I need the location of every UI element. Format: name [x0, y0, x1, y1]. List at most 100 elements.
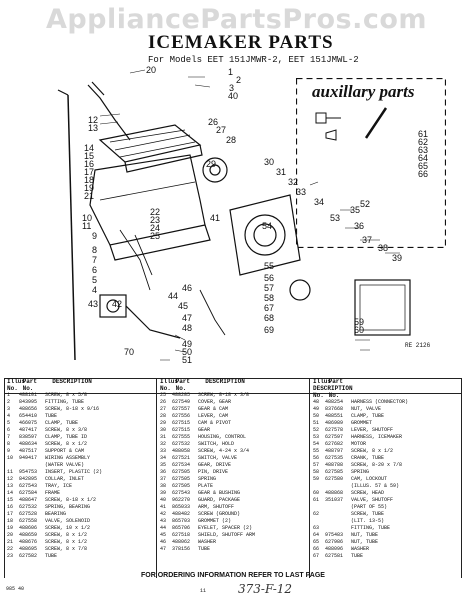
part-number: 975483	[325, 532, 344, 538]
part-number: 627543	[19, 483, 38, 489]
callout: 32	[288, 177, 299, 187]
callout: 2	[236, 75, 242, 85]
callout: 52	[360, 199, 371, 209]
callout: 1	[228, 67, 234, 77]
illus-number: 15	[7, 497, 14, 503]
callout: 34	[314, 197, 325, 207]
part-description: PLATE	[198, 483, 214, 489]
header-part-no: No.	[175, 385, 187, 392]
part-number: 627549	[172, 399, 191, 405]
part-number: 627535	[325, 455, 344, 461]
part-description: INSERT, PLASTIC (2)	[45, 469, 103, 475]
part-number: 488788	[325, 462, 344, 468]
part-description: SCREW, TUBE	[351, 511, 385, 517]
motor	[354, 279, 411, 336]
part-description: COVER, GEAR	[198, 399, 232, 405]
part-description: NUT, TUBE	[351, 539, 379, 545]
part-description: PIN, DRIVE	[198, 469, 229, 475]
part-number: 627558	[19, 518, 38, 524]
header-part: Part	[22, 378, 38, 385]
part-description: GEAR & BUSHING	[198, 490, 241, 496]
reference-code: RE 2126	[405, 342, 431, 349]
header-part: Part	[328, 378, 344, 385]
callout: 11	[82, 221, 92, 231]
illus-number: 13	[7, 483, 14, 489]
callout: 24	[150, 223, 161, 233]
part-number: 487517	[19, 448, 38, 454]
callout: 16	[84, 159, 95, 169]
part-number: 627555	[172, 434, 191, 440]
callout: 15	[84, 151, 95, 161]
illus-number: 44	[160, 525, 167, 531]
part-number: 865703	[172, 518, 191, 524]
part-description: NUT, TUBE	[351, 532, 379, 538]
part-number: 627597	[325, 434, 344, 440]
callout: 26	[208, 117, 219, 127]
part-number: 488551	[325, 413, 344, 419]
illus-number: 52	[313, 427, 320, 433]
part-description: SPRING, BEARING	[45, 504, 91, 510]
page-number: 11	[200, 588, 207, 594]
part-description: WASHER	[351, 546, 370, 552]
part-description: TUBE	[45, 413, 58, 419]
callout: 53	[330, 213, 341, 223]
callout: 27	[216, 125, 227, 135]
callout: 35	[350, 205, 361, 215]
part-number: 837668	[325, 406, 344, 412]
table-row: (LIT. 13-5)	[313, 518, 463, 525]
callout: 51	[182, 355, 193, 365]
callout: 18	[84, 175, 95, 185]
callout: 22	[150, 207, 161, 217]
illus-number: 29	[160, 420, 167, 426]
part-number: 627585	[325, 469, 344, 475]
part-number: 627543	[172, 490, 191, 496]
part-description: SCREW, 4-24 x 3/4	[198, 448, 250, 454]
illus-number: 4	[7, 413, 11, 419]
part-description: WASHER	[198, 539, 217, 545]
callout: 5	[92, 275, 98, 285]
part-description: NUT, VALVE	[351, 406, 382, 412]
callout: 4	[92, 285, 98, 295]
part-description: SCREW, 8 x 1/2	[45, 441, 88, 447]
illus-number: 63	[313, 525, 320, 531]
part-number: 843995	[19, 399, 38, 405]
watermark: AppliancePartsPros.com	[45, 4, 428, 35]
part-description: CLAMP, TUBE	[45, 420, 79, 426]
callout: 38	[378, 243, 389, 253]
nut-fitting	[325, 129, 337, 141]
part-description: SCREW, 10 x 1/2	[45, 525, 91, 531]
part-number: 954753	[19, 469, 38, 475]
illus-number: 47	[160, 546, 167, 552]
callout: 42	[112, 299, 123, 309]
part-description: VALVE, SOLENOID	[45, 518, 91, 524]
illus-number: 12	[7, 476, 14, 482]
illus-number: 20	[7, 532, 14, 538]
illus-number: 17	[7, 511, 14, 517]
illus-number: 2	[7, 399, 11, 405]
table-row: (ILLUS. 57 & 59)	[313, 483, 463, 490]
part-number: 627532	[172, 441, 191, 447]
callout: 57	[264, 283, 275, 293]
part-description: TUBE	[351, 553, 364, 559]
illus-number: 19	[7, 525, 14, 531]
part-number: 488058	[172, 448, 191, 454]
illus-number: 39	[160, 490, 167, 496]
part-description: SWITCH, VALVE	[198, 455, 238, 461]
illus-number: 6	[7, 427, 11, 433]
illus-number: 55	[313, 448, 320, 454]
illus-number: 66	[313, 546, 320, 552]
